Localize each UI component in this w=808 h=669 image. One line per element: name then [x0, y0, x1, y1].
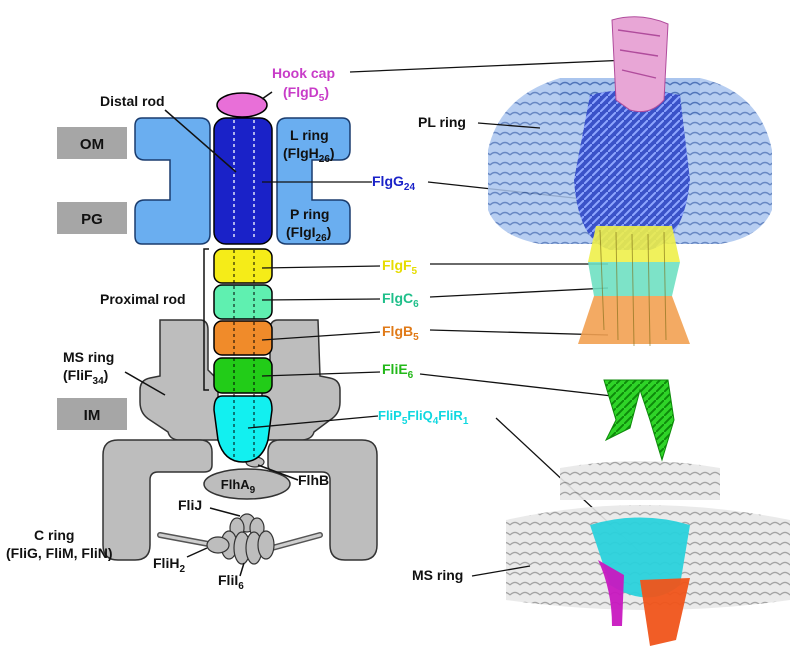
- flgb-block: [213, 320, 273, 356]
- c-ring-right: [267, 439, 378, 561]
- pg-box: [57, 202, 127, 234]
- pl-ring-leader: [477, 122, 541, 129]
- flie-label: FliE6: [382, 361, 414, 381]
- hook-cap-connector: [349, 59, 629, 73]
- hook-cap-label-2: (FlgD5): [283, 84, 329, 104]
- pl-ring-structure: [488, 16, 772, 250]
- flih-leader: [186, 547, 208, 558]
- flii-leader: [239, 562, 245, 577]
- flie-connector-left: [261, 371, 381, 377]
- flgf-block: [213, 248, 273, 284]
- ms-ring-structure-label: MS ring: [412, 567, 463, 583]
- flih-label: FliH2: [153, 555, 185, 575]
- flgc-label: FlgC6: [382, 290, 419, 310]
- hook-cap-label-1: Hook cap: [272, 65, 335, 81]
- flipqr-label: FliP5FliQ4FliR1: [378, 408, 469, 427]
- om-box: [57, 127, 127, 159]
- lp-ring-right: [276, 117, 351, 245]
- flgb-connector-left: [261, 331, 381, 341]
- flgg-label: FlgG24: [372, 173, 415, 193]
- pg-label: PG: [81, 211, 103, 228]
- flgc-connector-left: [261, 298, 381, 301]
- p-ring-label-2: (FlgI26): [286, 224, 331, 244]
- distal-rod: [213, 117, 273, 245]
- flha-ellipse: [203, 468, 291, 500]
- c-ring-label-1: C ring: [34, 527, 74, 543]
- hook-cap: [216, 92, 268, 118]
- im-box: [57, 398, 127, 430]
- proximal-rod-structure: [578, 226, 690, 347]
- c-ring-left: [102, 439, 213, 561]
- flgb-label: FlgB5: [382, 323, 419, 343]
- flgf-connector-left: [261, 265, 381, 269]
- l-ring-label-2: (FlgH26): [283, 145, 335, 165]
- ms-ring-structure: [506, 461, 790, 646]
- ms-ring-label-2: (FliF34): [63, 367, 108, 387]
- proximal-rod-label: Proximal rod: [100, 291, 186, 307]
- om-label: OM: [80, 136, 104, 153]
- p-ring-label-1: P ring: [290, 206, 329, 222]
- flgf-label: FlgF5: [382, 257, 418, 277]
- flgc-block: [213, 284, 273, 320]
- flgb-connector-right: [429, 329, 609, 336]
- flij-leader: [209, 507, 241, 517]
- flie-structure: [603, 379, 675, 462]
- lp-ring-left: [134, 117, 211, 245]
- pl-ring-label: PL ring: [418, 114, 466, 130]
- flij-label: FliJ: [178, 497, 202, 513]
- im-label: IM: [84, 407, 101, 424]
- flhb-leader: [257, 464, 299, 481]
- proximal-rod-bracket: [203, 248, 209, 391]
- ms-ring-left: [139, 319, 219, 441]
- l-ring-label-1: L ring: [290, 127, 329, 143]
- flih-ellipse: [206, 536, 230, 554]
- flhb-label: FlhB: [298, 472, 329, 488]
- ms-ring-structure-leader: [471, 565, 531, 577]
- c-ring-label-2: (FliG, FliM, FliN): [6, 545, 113, 561]
- flii-label: FliI6: [218, 572, 244, 592]
- distal-rod-leader: [164, 109, 237, 173]
- flie-connector-right: [419, 373, 613, 397]
- distal-rod-label: Distal rod: [100, 93, 165, 109]
- flipqr-connector-left: [247, 415, 379, 429]
- flip-block: [213, 395, 273, 463]
- flgc-connector-right: [429, 287, 609, 298]
- flii-hexamer: [220, 513, 275, 565]
- ms-ring-label-1: MS ring: [63, 349, 114, 365]
- flha-label: FlhA9: [221, 477, 256, 496]
- ms-ring-leader: [124, 371, 166, 396]
